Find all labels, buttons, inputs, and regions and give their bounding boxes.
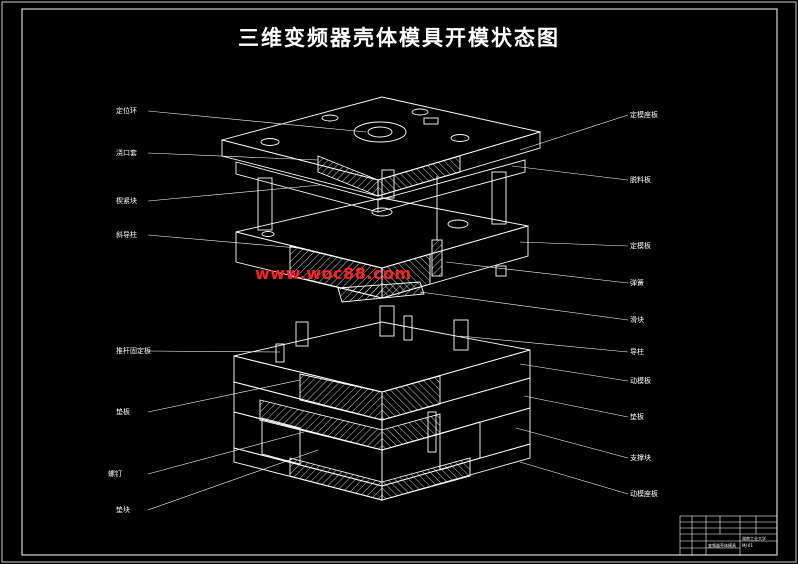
callout-right-6: 导柱 <box>630 348 644 356</box>
callout-left-6: 垫板 <box>116 408 130 416</box>
title-block <box>679 515 778 556</box>
callout-right-8: 垫板 <box>630 413 644 421</box>
inner-frame <box>21 8 778 556</box>
watermark-text: www.woc88.com <box>255 264 412 283</box>
callout-right-3: 定模板 <box>630 242 651 250</box>
callout-right-7: 动模板 <box>630 377 651 385</box>
callout-left-7: 螺钉 <box>108 470 122 478</box>
callout-right-5: 滑块 <box>630 316 644 324</box>
callout-right-1: 定模座板 <box>630 111 658 119</box>
callout-left-3: 楔紧块 <box>116 197 137 205</box>
mold-upper-half <box>220 96 542 303</box>
drawing-title: 三维变频器壳体模具开模状态图 <box>238 25 560 50</box>
callout-right-2: 脱料板 <box>630 176 651 184</box>
callout-right-9: 支撑块 <box>630 454 651 462</box>
callout-left-2: 浇口套 <box>116 149 137 157</box>
callout-right-10: 动模座板 <box>630 490 658 498</box>
callout-left-4: 斜导柱 <box>116 231 137 239</box>
title-block-project: 变频器壳体模具 <box>708 543 736 548</box>
callout-left-1: 定位环 <box>116 107 137 115</box>
callout-left-5: 推杆固定板 <box>116 347 151 355</box>
mold-lower-half <box>233 305 531 501</box>
title-block-school: 湖南工业大学 <box>742 536 766 541</box>
leader-lines-left <box>147 110 367 511</box>
leader-lines-right <box>419 114 629 495</box>
callout-right-4: 弹簧 <box>630 279 644 287</box>
callout-left-8: 垫块 <box>116 506 130 514</box>
title-block-drawing-no: MJ-01 <box>742 543 754 548</box>
